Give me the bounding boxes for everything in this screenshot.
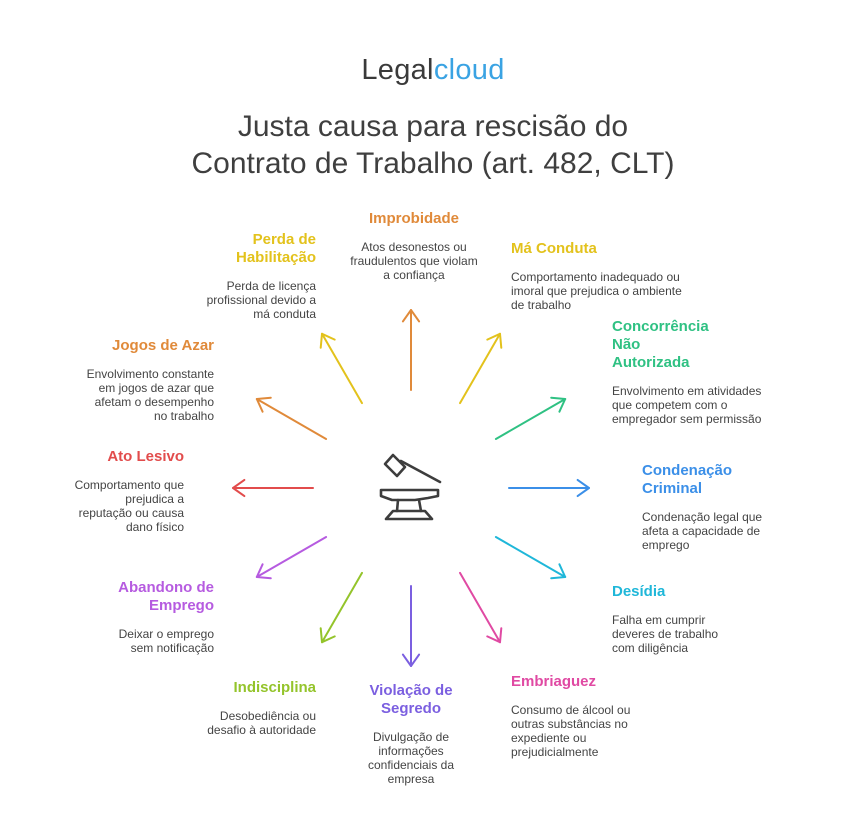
arrow-2	[459, 332, 503, 405]
item-ato-lesivo: Ato Lesivo Comportamento que prejudica a…	[72, 448, 184, 534]
arrow-10	[232, 478, 314, 498]
item-heading: Ato Lesivo	[107, 448, 184, 465]
hammer-anvil-icon	[379, 453, 442, 521]
arrows-group	[232, 309, 590, 667]
item-description: Atos desonestos ou fraudulentos que viol…	[350, 240, 478, 282]
arrow-7	[401, 585, 421, 667]
item-heading: Violação de Segredo	[369, 682, 453, 717]
item-desidia: Desídia Falha em cumprir deveres de trab…	[612, 583, 730, 655]
item-violacao: Violação de Segredo Divulgação de inform…	[355, 682, 467, 786]
item-jogos-azar: Jogos de Azar Envolvimento constante em …	[80, 337, 214, 423]
arrow-3	[494, 396, 567, 440]
item-description: Falha em cumprir deveres de trabalho com…	[612, 613, 719, 655]
item-heading: Indisciplina	[233, 679, 316, 696]
item-perda-habilitacao: Perda de Habilitação Perda de licença pr…	[206, 231, 316, 321]
item-description: Envolvimento em atividades que competem …	[612, 384, 762, 426]
item-description: Divulgação de informações confidenciais …	[367, 730, 455, 786]
item-heading: Desídia	[612, 583, 666, 600]
arrow-6	[459, 571, 503, 644]
arrow-1	[401, 309, 421, 391]
item-description: Condenação legal que afeta a capacidade …	[642, 510, 763, 552]
arrow-11	[255, 396, 328, 440]
item-abandono: Abandono de Emprego Deixar o emprego sem…	[100, 579, 214, 655]
arrow-12	[319, 332, 363, 405]
item-heading: Jogos de Azar	[112, 337, 214, 354]
item-embriaguez: Embriaguez Consumo de álcool ou outras s…	[511, 673, 641, 759]
item-description: Deixar o emprego sem notificação	[118, 627, 214, 655]
item-description: Comportamento inadequado ou imoral que p…	[511, 270, 682, 312]
item-indisciplina: Indisciplina Desobediência ou desafio à …	[206, 679, 316, 737]
arrow-4	[508, 478, 590, 498]
item-heading: Concorrência Não Autorizada	[612, 318, 709, 371]
brand-part1: Legal	[361, 54, 434, 86]
item-heading: Improbidade	[368, 210, 459, 227]
arrow-8	[319, 571, 363, 644]
page-title: Justa causa para rescisão do Contrato de…	[0, 108, 866, 182]
item-description: Perda de licença profissional devido a m…	[206, 279, 316, 321]
item-heading: Embriaguez	[511, 673, 597, 690]
item-concorrencia: Concorrência Não Autorizada Envolvimento…	[612, 318, 762, 426]
title-line-1: Justa causa para rescisão do	[237, 110, 629, 143]
arrow-5	[494, 536, 567, 580]
item-description: Envolvimento constante em jogos de azar …	[86, 367, 214, 423]
item-description: Comportamento que prejudica a reputação …	[74, 478, 184, 534]
arrow-9	[255, 536, 328, 580]
item-improbidade: Improbidade Atos desonestos ou fraudulen…	[348, 210, 480, 282]
item-description: Desobediência ou desafio à autoridade	[207, 709, 316, 737]
item-heading: Má Conduta	[511, 240, 597, 257]
item-heading: Perda de Habilitação	[236, 231, 317, 266]
item-description: Consumo de álcool ou outras substâncias …	[511, 703, 631, 759]
brand-logo: Legalcloud	[0, 54, 866, 87]
item-heading: Abandono de Emprego	[118, 579, 214, 614]
item-ma-conduta: Má Conduta Comportamento inadequado ou i…	[511, 240, 689, 312]
brand-part2: cloud	[433, 54, 505, 86]
item-heading: Condenação Criminal	[642, 462, 733, 497]
title-line-2: Contrato de Trabalho (art. 482, CLT)	[191, 147, 675, 180]
item-condenacao: Condenação Criminal Condenação legal que…	[642, 462, 772, 552]
